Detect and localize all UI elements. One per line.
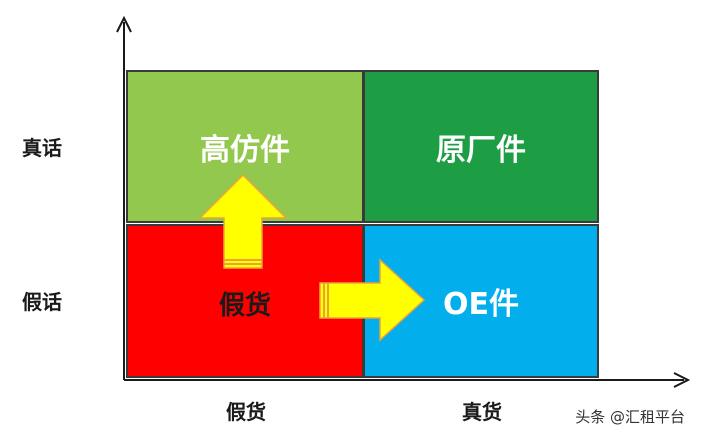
quadrant-top-left-label: 高仿件	[200, 132, 290, 168]
right-arrow	[319, 258, 426, 342]
quadrant-top-right: 原厂件	[363, 70, 599, 223]
y-axis-bottom-label: 假话	[22, 290, 62, 314]
up-arrow	[198, 173, 288, 269]
y-axis-top-label: 真话	[22, 136, 62, 160]
x-axis-right-label: 真货	[462, 400, 502, 424]
quadrant-top-right-label: 原厂件	[436, 132, 526, 168]
quadrant-bottom-right-label: OE件	[443, 287, 519, 322]
y-axis-arrowhead	[116, 15, 132, 33]
quadrant-bottom-left-label: 假货	[218, 290, 271, 321]
watermark: 头条 @汇租平台	[575, 408, 685, 426]
x-axis-arrowhead	[673, 372, 691, 388]
x-axis-left-label: 假货	[226, 400, 266, 424]
